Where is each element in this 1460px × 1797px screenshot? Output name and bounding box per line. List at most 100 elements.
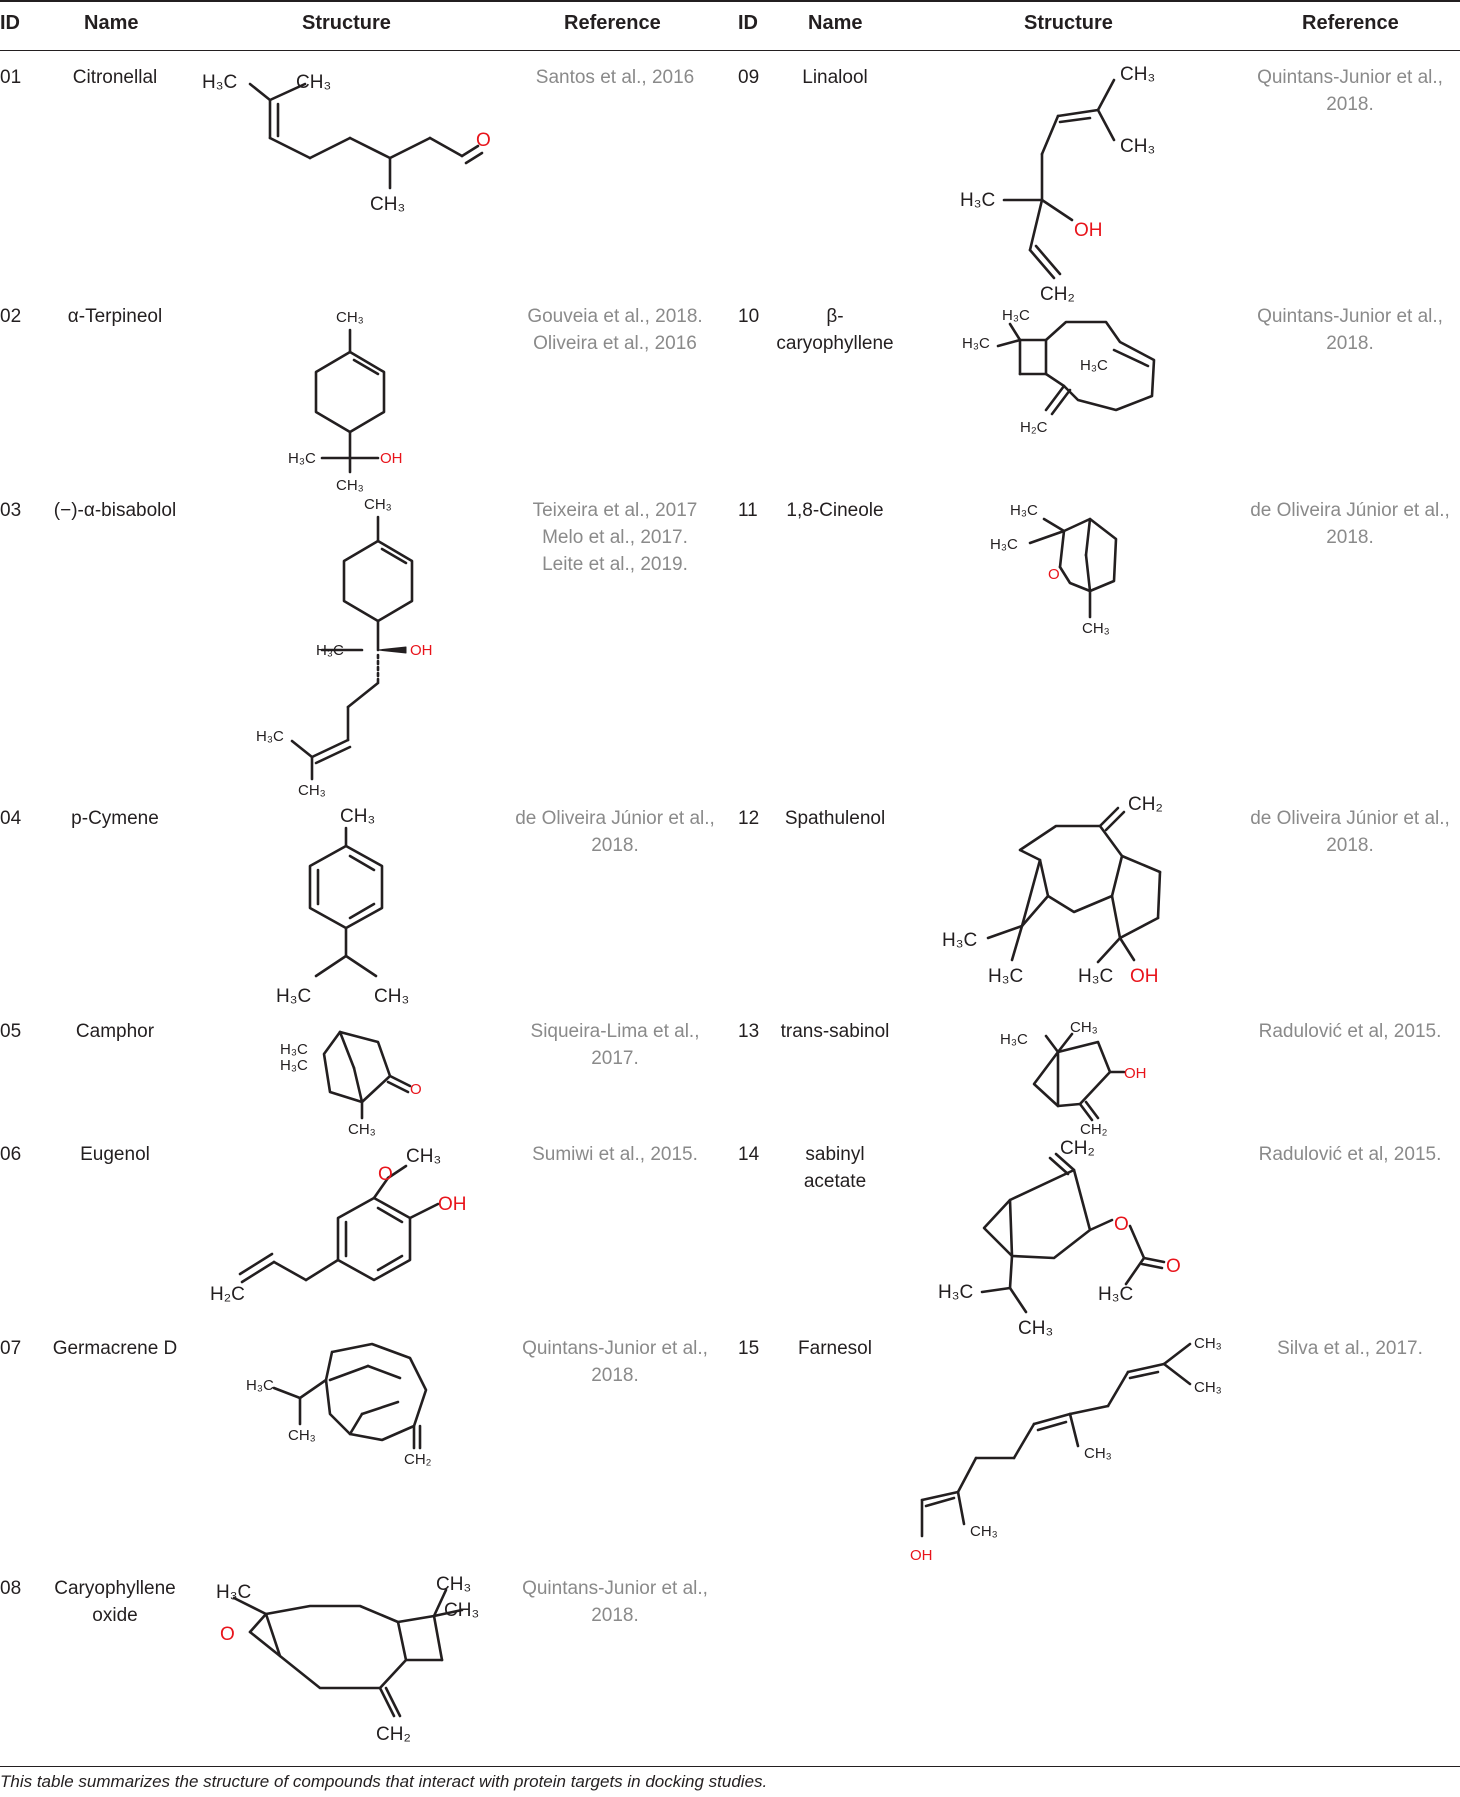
atom-h3c: H₃C [280, 1057, 308, 1074]
structure-bisabolol: CH₃ H₃C OH H₃C CH₃ [256, 496, 433, 799]
row-02-ref-line: Oliveira et al., 2016 [533, 333, 697, 354]
row-06-ref-line: Sumiwi et al., 2015. [532, 1144, 698, 1165]
row-01-reference: Santos et al., 2016 [500, 64, 730, 91]
atom-ch3: CH₃ [374, 986, 409, 1007]
row-11-reference: de Oliveira Júnior et al., 2018. [1240, 497, 1460, 551]
row-08-ref-line: 2018. [591, 1605, 639, 1626]
row-03-name: (−)-α-bisabolol [53, 500, 177, 521]
row-01-ref-line: Santos et al., 2016 [535, 67, 695, 88]
row-08-id: 08 [0, 1578, 22, 1599]
atom-ch3: CH₃ [336, 477, 364, 494]
atom-ch3: CH₃ [298, 782, 326, 799]
header-structure-right: Structure [1024, 12, 1113, 34]
atom-ch3: CH₃ [370, 194, 405, 215]
atom-oh: OH [438, 1194, 467, 1215]
header-reference-left: Reference [564, 12, 661, 34]
row-05-name: Camphor [75, 1021, 155, 1042]
structure-spathulenol: CH₂ H₃C H₃C H₃C OH [942, 794, 1163, 987]
atom-ch2: CH₂ [1128, 794, 1163, 815]
row-05-reference: Siqueira-Lima et al., 2017. [500, 1018, 730, 1072]
atom-oh: OH [380, 450, 403, 467]
atom-h3c: H₃C [990, 536, 1018, 553]
row-11-ref-line: 2018. [1326, 527, 1374, 548]
row-02-id: 02 [0, 306, 22, 327]
atom-ch3: CH₃ [436, 1574, 471, 1595]
atom-h3c: H₃C [1002, 307, 1030, 324]
row-01-id: 01 [0, 67, 22, 88]
atom-ch3: CH₃ [444, 1600, 479, 1621]
row-03-id: 03 [0, 500, 22, 521]
row-05-ref-line: 2017. [591, 1048, 639, 1069]
row-06-id: 06 [0, 1144, 22, 1165]
atom-h3c: H₃C [938, 1282, 973, 1303]
table-header-rule [0, 50, 1460, 51]
row-04-reference: de Oliveira Júnior et al., 2018. [500, 805, 730, 859]
row-07-ref-line: Quintans-Junior et al., [522, 1338, 708, 1359]
structure-cineole: H₃C H₃C O CH₃ [990, 502, 1118, 637]
structure-trans-sabinol: H₃C CH₃ OH CH₂ [1000, 1019, 1147, 1138]
row-04-ref-line: de Oliveira Júnior et al., [515, 808, 715, 829]
row-03-ref-line: Leite et al., 2019. [542, 554, 688, 575]
table-header: ID Name Structure Reference ID Name Stru… [0, 0, 1460, 52]
row-10-ref-line: 2018. [1326, 333, 1374, 354]
row-09-ref-line: 2018. [1326, 94, 1374, 115]
row-07-id: 07 [0, 1338, 22, 1359]
atom-h3c: H₃C [988, 966, 1023, 987]
atom-h3c: H₃C [216, 1582, 251, 1603]
header-id-right: ID [738, 12, 758, 34]
structure-p-cymene: CH₃ H₃C CH₃ [276, 806, 409, 1007]
row-03-reference: Teixeira et al., 2017 Melo et al., 2017.… [500, 497, 730, 578]
atom-ch2: CH₂ [1060, 1138, 1095, 1159]
atom-ch2: CH₂ [376, 1724, 411, 1745]
atom-ch3: CH₃ [1084, 1445, 1112, 1462]
atom-ch3: CH₃ [336, 309, 364, 326]
atom-h3c: H₃C [288, 450, 316, 467]
atom-ch3: CH₃ [296, 72, 331, 93]
row-09-ref-line: Quintans-Junior et al., [1257, 67, 1443, 88]
row-02-ref-line: Gouveia et al., 2018. [527, 306, 703, 327]
table-caption: This table summarizes the structure of c… [0, 1772, 768, 1791]
atom-ch3: CH₃ [340, 806, 375, 827]
atom-h2c: H₂C [210, 1284, 245, 1305]
header-structure-left: Structure [302, 12, 391, 34]
row-08-reference: Quintans-Junior et al., 2018. [500, 1575, 730, 1629]
row-12-ref-line: de Oliveira Júnior et al., [1250, 808, 1450, 829]
atom-h3c: H₃C [1010, 502, 1038, 519]
row-10-name: β- caryophyllene [770, 303, 900, 357]
row-14-name-line: sabinyl [805, 1144, 865, 1165]
atom-ch3: CH₃ [1082, 620, 1110, 637]
atom-ch2: CH₂ [404, 1451, 432, 1468]
structure-eugenol: O CH₃ OH H₂C [210, 1146, 467, 1305]
atom-h3c: H₃C [276, 986, 311, 1007]
row-10-name-line: β- [826, 306, 844, 327]
row-03-ref-line: Melo et al., 2017. [542, 527, 688, 548]
row-08-name-line: oxide [92, 1605, 138, 1626]
row-15-id: 15 [738, 1338, 760, 1359]
atom-o: O [1048, 566, 1060, 583]
row-04-id: 04 [0, 808, 22, 829]
row-14-reference: Radulović et al, 2015. [1240, 1141, 1460, 1168]
atom-o: O [1114, 1214, 1129, 1235]
row-11-ref-line: de Oliveira Júnior et al., [1250, 500, 1450, 521]
row-07-ref-line: 2018. [591, 1365, 639, 1386]
header-name-right: Name [808, 12, 863, 34]
row-10-reference: Quintans-Junior et al., 2018. [1240, 303, 1460, 357]
structure-sabinyl-acetate: CH₂ O O H₃C H₃C CH₃ [938, 1138, 1181, 1339]
row-13-reference: Radulović et al, 2015. [1240, 1018, 1460, 1045]
row-13-id: 13 [738, 1021, 760, 1042]
row-07-reference: Quintans-Junior et al., 2018. [500, 1335, 730, 1389]
atom-oh: OH [1074, 220, 1103, 241]
row-04-ref-line: 2018. [591, 835, 639, 856]
structure-citronellal: H₃C CH₃ O CH₃ [202, 72, 491, 215]
atom-ch3: CH₃ [1194, 1335, 1222, 1352]
row-06-name: Eugenol [80, 1144, 150, 1165]
structure-camphor: H₃C H₃C O CH₃ [280, 1030, 422, 1138]
atom-h3c: H₃C [316, 642, 344, 659]
row-14-id: 14 [738, 1144, 760, 1165]
atom-o: O [410, 1081, 422, 1098]
header-name-left: Name [84, 12, 139, 34]
row-05-id: 05 [0, 1021, 22, 1042]
row-10-id: 10 [738, 306, 760, 327]
atom-h3c: H₃C [202, 72, 237, 93]
atom-ch3: CH₃ [348, 1121, 376, 1138]
